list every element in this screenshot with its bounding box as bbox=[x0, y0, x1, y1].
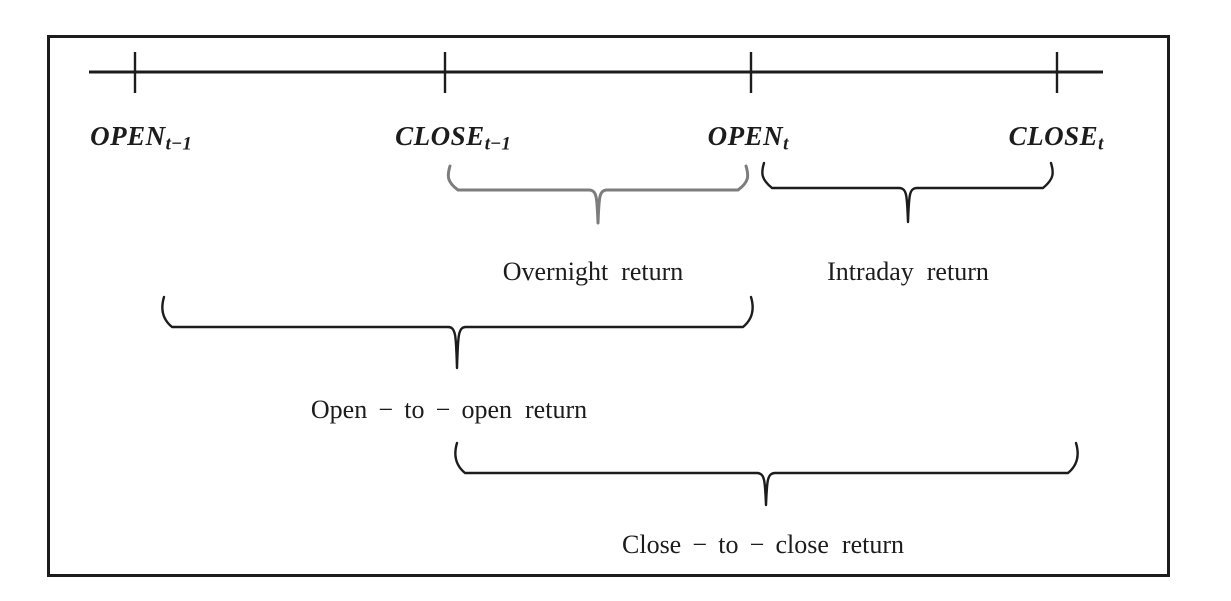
intraday-return-label: Intraday return bbox=[827, 257, 989, 286]
timeline-label-subscript: t bbox=[1098, 133, 1104, 155]
timeline-label-open-t-1: OPENt−1 bbox=[90, 120, 192, 161]
timeline-label-base: CLOSE bbox=[395, 121, 485, 151]
timeline-label-subscript: t−1 bbox=[165, 133, 192, 155]
overnight-return-brace bbox=[446, 164, 750, 225]
open-to-open-return-brace bbox=[161, 295, 754, 370]
intraday-return-brace bbox=[761, 161, 1054, 224]
close-to-close-return-brace bbox=[454, 441, 1079, 507]
overnight-return-label: Overnight return bbox=[502, 257, 684, 286]
timeline-label-close-t: CLOSEt bbox=[1009, 120, 1104, 161]
close-to-close-return-label: Close − to − close return bbox=[622, 530, 904, 559]
timeline-label-open-t: OPENt bbox=[708, 120, 789, 161]
timeline-label-subscript: t−1 bbox=[484, 133, 511, 155]
timeline-label-close-t-1: CLOSEt−1 bbox=[395, 120, 511, 161]
timeline-label-base: OPEN bbox=[90, 121, 166, 151]
timeline-label-subscript: t bbox=[783, 133, 789, 155]
timeline-label-base: CLOSE bbox=[1008, 121, 1099, 151]
open-to-open-return-label: Open − to − open return bbox=[310, 395, 588, 424]
figure-border bbox=[47, 35, 1170, 577]
timeline-label-base: OPEN bbox=[707, 121, 784, 151]
